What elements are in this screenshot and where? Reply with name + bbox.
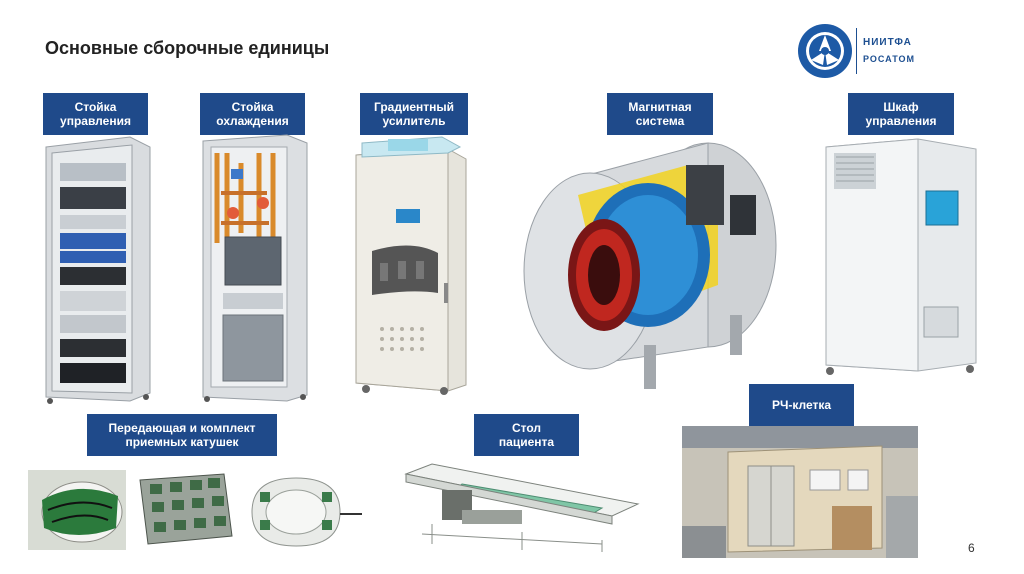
logo-line-2: РОСАТОМ — [863, 54, 915, 64]
logo-text: НИИТФА РОСАТОМ — [863, 35, 915, 67]
logo-divider — [856, 28, 857, 74]
control-rack-image — [45, 136, 151, 404]
coil-photo-1 — [28, 470, 126, 550]
patient-table-image — [404, 463, 640, 552]
page-number: 6 — [968, 541, 975, 555]
control-cabinet-image — [825, 138, 977, 375]
rf-cage-photo — [682, 426, 918, 558]
label-rf-cage: РЧ-клетка — [749, 384, 854, 426]
coil-photo-3 — [246, 472, 364, 552]
slide-title: Основные сборочные единицы — [45, 38, 330, 58]
logo-line-1: НИИТФА — [863, 37, 912, 48]
coil-photo-2 — [134, 470, 234, 548]
cooling-rack-image — [202, 134, 308, 402]
magnet-system-image — [523, 142, 777, 389]
company-logo: НИИТФА РОСАТОМ — [796, 22, 926, 82]
gradient-amplifier-image — [355, 136, 467, 395]
rosatom-logo-icon — [798, 24, 852, 78]
